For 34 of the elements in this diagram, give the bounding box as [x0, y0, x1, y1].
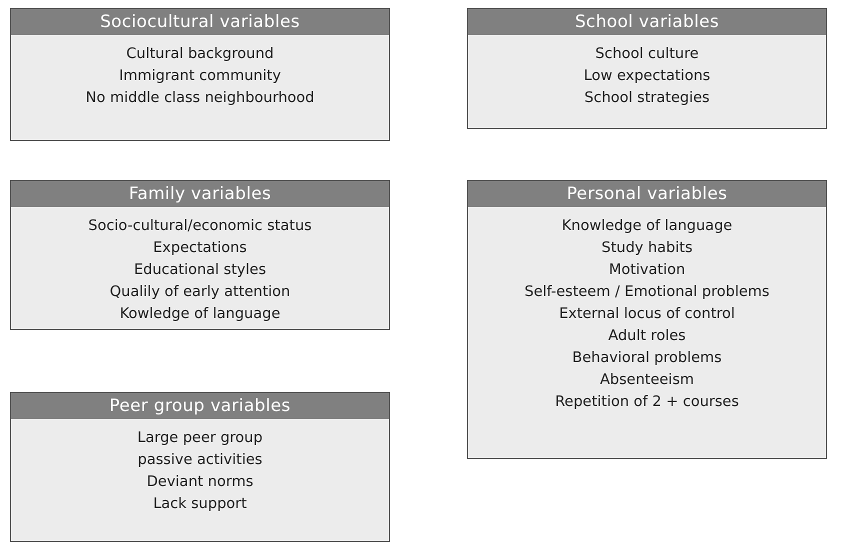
variable-text: Expectations: [152, 239, 248, 258]
panel-heading: Peer group variables: [11, 393, 389, 419]
variable-text: Kowledge of language: [118, 305, 282, 324]
variable-text: Knowledge of language: [560, 217, 734, 236]
variable-text: Absenteeism: [598, 371, 696, 390]
variable-text: Immigrant community: [118, 67, 282, 86]
variable-panel: [467, 8, 827, 129]
variable-panel: [10, 180, 390, 330]
variable-text: Low expectations: [582, 67, 712, 86]
variable-text: Adult roles: [607, 327, 687, 346]
variable-text: School culture: [594, 45, 700, 64]
variable-text: Motivation: [608, 261, 686, 280]
variable-text: School strategies: [583, 89, 711, 108]
variable-text: Lack support: [152, 495, 248, 514]
variable-text: Study habits: [600, 239, 694, 258]
panel-heading: School variables: [468, 9, 826, 35]
variable-text: Educational styles: [132, 261, 268, 280]
variable-text: Deviant norms: [146, 473, 254, 492]
variable-text: Cultural background: [125, 45, 275, 64]
variable-text: Qualily of early attention: [108, 283, 292, 302]
variable-text: External locus of control: [558, 305, 736, 324]
panel-heading: Family variables: [11, 181, 389, 207]
variable-panel: [10, 392, 390, 542]
variable-panel: [10, 8, 390, 141]
variable-text: Self-esteem / Emotional problems: [524, 283, 770, 302]
variable-text: Socio-cultural/economic status: [87, 217, 313, 236]
variable-panel: [467, 180, 827, 459]
panel-heading: Sociocultural variables: [11, 9, 389, 35]
variable-text: Repetition of 2 + courses: [554, 393, 740, 412]
variable-text: passive activities: [136, 451, 264, 470]
variable-text: Large peer group: [136, 429, 264, 448]
panel-heading: Personal variables: [468, 181, 826, 207]
variable-text: No middle class neighbourhood: [84, 89, 316, 108]
variable-text: Behavioral problems: [571, 349, 723, 368]
